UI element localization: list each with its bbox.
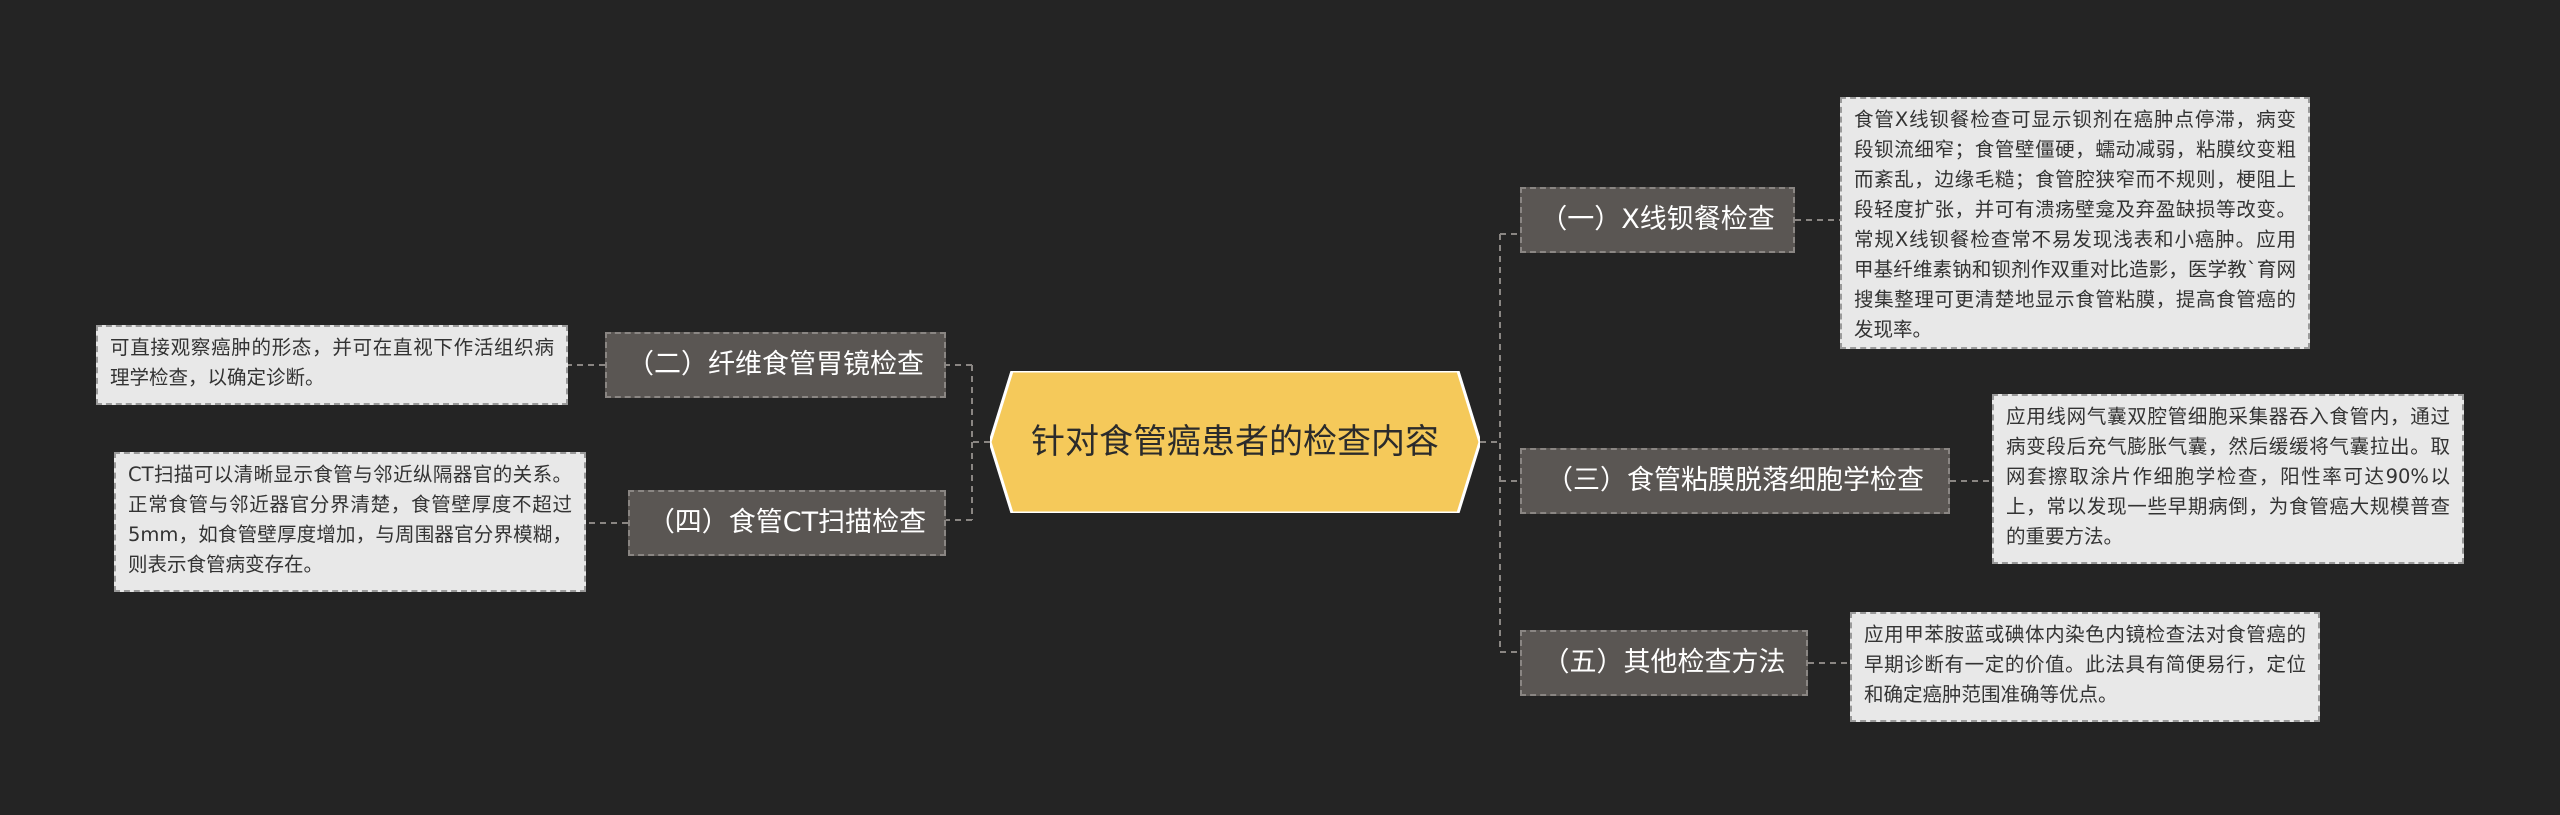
branch-mucosal-cytology[interactable]: （三）食管粘膜脱落细胞学检查 — [1520, 448, 1950, 514]
detail-xray-barium: 食管X线钡餐检查可显示钡剂在癌肿点停滞，病变段钡流细窄；食管壁僵硬，蠕动减弱，粘… — [1840, 97, 2310, 349]
branch-fiber-gastroscopy[interactable]: （二）纤维食管胃镜检查 — [605, 332, 946, 398]
branch-ct-scan[interactable]: （四）食管CT扫描检查 — [628, 490, 946, 556]
central-topic[interactable]: 针对食管癌患者的检查内容 — [990, 371, 1480, 513]
detail-other-methods: 应用甲苯胺蓝或碘体内染色内镜检查法对食管癌的早期诊断有一定的价值。此法具有简便易… — [1850, 612, 2320, 722]
detail-fiber-gastroscopy: 可直接观察癌肿的形态，并可在直视下作活组织病理学检查，以确定诊断。 — [96, 325, 568, 405]
detail-ct-scan: CT扫描可以清晰显示食管与邻近纵隔器官的关系。正常食管与邻近器官分界清楚，食管壁… — [114, 452, 586, 592]
detail-mucosal-cytology: 应用线网气囊双腔管细胞采集器吞入食管内，通过病变段后充气膨胀气囊，然后缓缓将气囊… — [1992, 394, 2464, 564]
branch-other-methods[interactable]: （五）其他检查方法 — [1520, 630, 1808, 696]
central-topic-shape — [990, 371, 1480, 513]
central-topic-label: 针对食管癌患者的检查内容 — [1031, 422, 1439, 462]
branch-xray-barium[interactable]: （一）X线钡餐检查 — [1520, 187, 1795, 253]
